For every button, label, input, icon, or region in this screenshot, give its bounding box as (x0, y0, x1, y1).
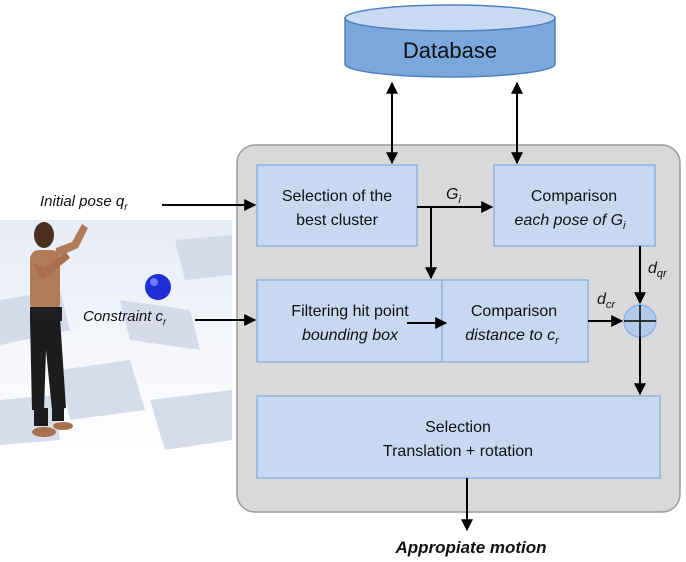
database-label: Database (403, 38, 497, 63)
filtering-line2: bounding box (302, 327, 399, 344)
dqr-label: dqr (648, 260, 668, 280)
database-cylinder: Database (344, 4, 556, 78)
selection-cluster-line2: best cluster (296, 212, 378, 229)
dcr-label: dcr (597, 291, 616, 311)
selection-final-line1: Selection (425, 419, 491, 436)
output-label: Appropiate motion (394, 538, 546, 557)
filter-compare-box (256, 279, 589, 363)
comparison-pose-box (493, 164, 656, 247)
selection-cluster-line1: Selection of the (282, 188, 392, 205)
comparison-distance-line2: distance to cr (465, 327, 560, 347)
gi-label: Gi (446, 186, 461, 206)
selection-final-line2: Translation + rotation (383, 443, 533, 460)
initial-pose-label: Initial pose qr (40, 193, 128, 213)
character-illustration (0, 220, 232, 452)
constraint-target-sphere (145, 274, 171, 300)
selection-cluster-box (256, 164, 418, 247)
comparison-pose-line1: Comparison (531, 188, 617, 205)
filtering-line1: Filtering hit point (291, 303, 409, 320)
sum-node (623, 304, 657, 338)
selection-final-box (256, 395, 661, 479)
comparison-distance-line1: Comparison (471, 303, 557, 320)
comparison-pose-line2: each pose of Gi (515, 212, 627, 232)
constraint-label: Constraint cr (83, 308, 167, 328)
edges (162, 81, 646, 532)
figure-body (30, 222, 88, 437)
